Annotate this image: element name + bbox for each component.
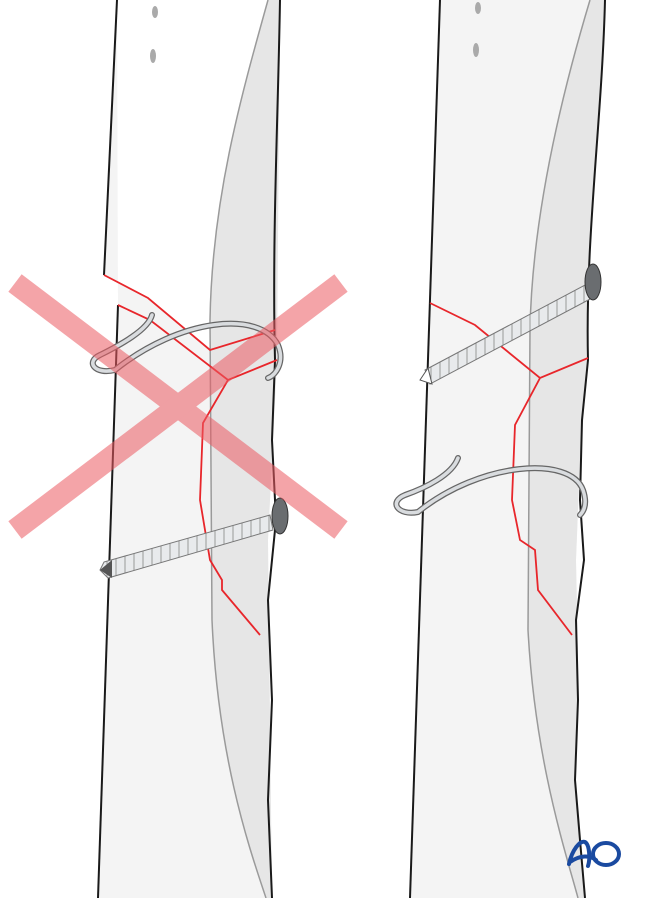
bone-right-shade (528, 0, 605, 898)
ao-logo (567, 839, 621, 868)
lag-screw (99, 497, 289, 579)
screw-head (584, 263, 602, 301)
cerclage-wire (393, 455, 589, 518)
screw-head (271, 497, 289, 535)
fracture-line (429, 302, 589, 636)
bone-left (8, 0, 348, 898)
cross-mark-icon (8, 274, 348, 539)
lag-screw (419, 263, 602, 385)
bone-right (393, 0, 606, 898)
